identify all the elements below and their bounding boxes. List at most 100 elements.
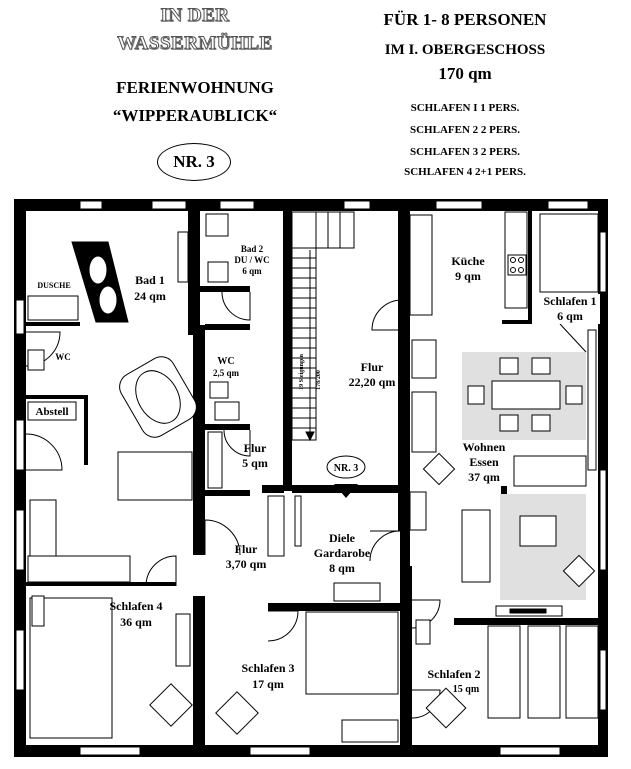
apartment-name: “WIPPERAUBLICK“ bbox=[112, 106, 278, 125]
label-abstell: Abstell bbox=[36, 406, 69, 418]
label-schlafen1-area: 6 qm bbox=[557, 309, 583, 323]
stair-treads bbox=[292, 212, 341, 429]
bed-double bbox=[305, 611, 399, 695]
label-flur2-name: Flur bbox=[235, 542, 258, 556]
label-wohnen-area: 37 qm bbox=[468, 470, 500, 484]
wardrobe bbox=[411, 391, 437, 453]
label-wc2-area: 2,5 qm bbox=[213, 368, 240, 378]
door-swing bbox=[369, 530, 401, 562]
wall-col-c-lower bbox=[400, 566, 412, 757]
window bbox=[15, 419, 25, 471]
wall-wc-top bbox=[205, 324, 250, 330]
cabinet bbox=[207, 431, 223, 489]
capacity-title: FÜR 1- 8 PERSONEN bbox=[383, 10, 547, 29]
shelf bbox=[31, 595, 45, 627]
wall-bathroom-right bbox=[188, 199, 200, 335]
sink-small bbox=[214, 401, 240, 421]
door-swing bbox=[221, 291, 251, 321]
window bbox=[15, 509, 25, 571]
door-swing bbox=[204, 519, 241, 556]
bed-single bbox=[487, 625, 521, 719]
label-schlafen3-area: 17 qm bbox=[252, 677, 284, 691]
dresser bbox=[175, 613, 191, 667]
brand-line-1: IN DER bbox=[160, 5, 230, 27]
window bbox=[151, 200, 187, 210]
armchair bbox=[562, 554, 596, 588]
label-wc1: WC bbox=[55, 352, 71, 362]
shower-small bbox=[205, 213, 229, 237]
window bbox=[15, 299, 25, 335]
wall-flur1-bottom bbox=[205, 490, 250, 496]
apartment-number-badge: NR. 3 bbox=[157, 143, 231, 181]
chair bbox=[531, 414, 551, 432]
armchair bbox=[215, 691, 259, 735]
wall-schlafen1-bottom bbox=[502, 320, 532, 324]
label-diele-line2: Gardarobe bbox=[314, 546, 371, 560]
abstell-box bbox=[27, 401, 77, 421]
toilet bbox=[27, 349, 45, 371]
bathtub-inner bbox=[135, 370, 181, 424]
staircase bbox=[291, 211, 355, 442]
window bbox=[249, 746, 311, 756]
wall-schlafen1-left bbox=[528, 211, 532, 323]
label-bad2-area: 6 qm bbox=[242, 266, 262, 276]
vanity bbox=[177, 231, 189, 283]
room-labels: DUSCHE Bad 1 24 qm Bad 2 DU / WC 6 qm WC… bbox=[27, 244, 600, 695]
cooktop bbox=[507, 254, 527, 276]
sleeping-line-2: SCHLAFEN 2 2 PERS. bbox=[409, 124, 521, 136]
coffee-table bbox=[519, 515, 557, 547]
sideboard bbox=[27, 555, 131, 583]
armchair bbox=[149, 683, 193, 727]
label-flur3-area: 22,20 qm bbox=[349, 375, 396, 389]
chair bbox=[499, 414, 519, 432]
nightstand bbox=[415, 619, 431, 645]
furniture bbox=[27, 211, 599, 743]
sleeping-line-4: SCHLAFEN 4 2+1 PERS. bbox=[404, 166, 526, 178]
window bbox=[499, 746, 561, 756]
sleeping-line-1: SCHLAFEN I 1 PERS. bbox=[410, 102, 520, 114]
window bbox=[343, 200, 371, 210]
stair-landing bbox=[291, 211, 355, 249]
wardrobe bbox=[341, 719, 399, 743]
window bbox=[79, 200, 103, 210]
label-entrance: NR. 3 bbox=[334, 463, 358, 474]
window bbox=[15, 629, 25, 691]
label-diele-line1: Diele bbox=[329, 531, 356, 545]
door-swing bbox=[559, 323, 587, 353]
wall-bad2-bottom bbox=[200, 286, 250, 292]
cabinet bbox=[294, 495, 302, 547]
burner bbox=[518, 257, 524, 263]
sleeping-line-3: SCHLAFEN 3 2 PERS. bbox=[409, 146, 521, 158]
wall-schlafen3-left bbox=[193, 596, 205, 757]
label-schlafen2-name: Schlafen 2 bbox=[427, 667, 480, 681]
armchair bbox=[425, 687, 467, 729]
label-bad1-area: 24 qm bbox=[134, 289, 166, 303]
stair-arrowhead bbox=[305, 431, 315, 442]
pillar bbox=[501, 486, 507, 494]
wall-wc-bottom bbox=[205, 424, 250, 430]
toilet-small bbox=[207, 261, 229, 283]
toilet-small bbox=[209, 381, 229, 399]
stair-flight bbox=[291, 247, 317, 441]
wall-abstell-right bbox=[84, 395, 88, 465]
shower-tray bbox=[27, 295, 79, 321]
window bbox=[599, 649, 607, 711]
schlafen1-label-bg bbox=[536, 294, 600, 324]
label-schlafen2-area: 15 qm bbox=[453, 684, 480, 695]
label-bad2-line1: Bad 2 bbox=[241, 244, 264, 254]
entrance-marker bbox=[326, 455, 366, 498]
label-schlafen3-name: Schlafen 3 bbox=[241, 661, 294, 675]
chair bbox=[467, 385, 485, 405]
bed-single bbox=[565, 625, 599, 719]
tv bbox=[509, 608, 547, 614]
label-schlafen4-area: 36 qm bbox=[120, 615, 152, 629]
burner bbox=[518, 267, 524, 273]
label-schlafen1-name: Schlafen 1 bbox=[543, 294, 596, 308]
label-dusche: DUSCHE bbox=[37, 281, 70, 290]
bed-single bbox=[539, 213, 599, 293]
door-swing bbox=[223, 429, 251, 457]
wardrobe bbox=[333, 582, 381, 602]
burner bbox=[510, 257, 516, 263]
floor-title: IM I. OBERGESCHOSS bbox=[384, 42, 546, 58]
